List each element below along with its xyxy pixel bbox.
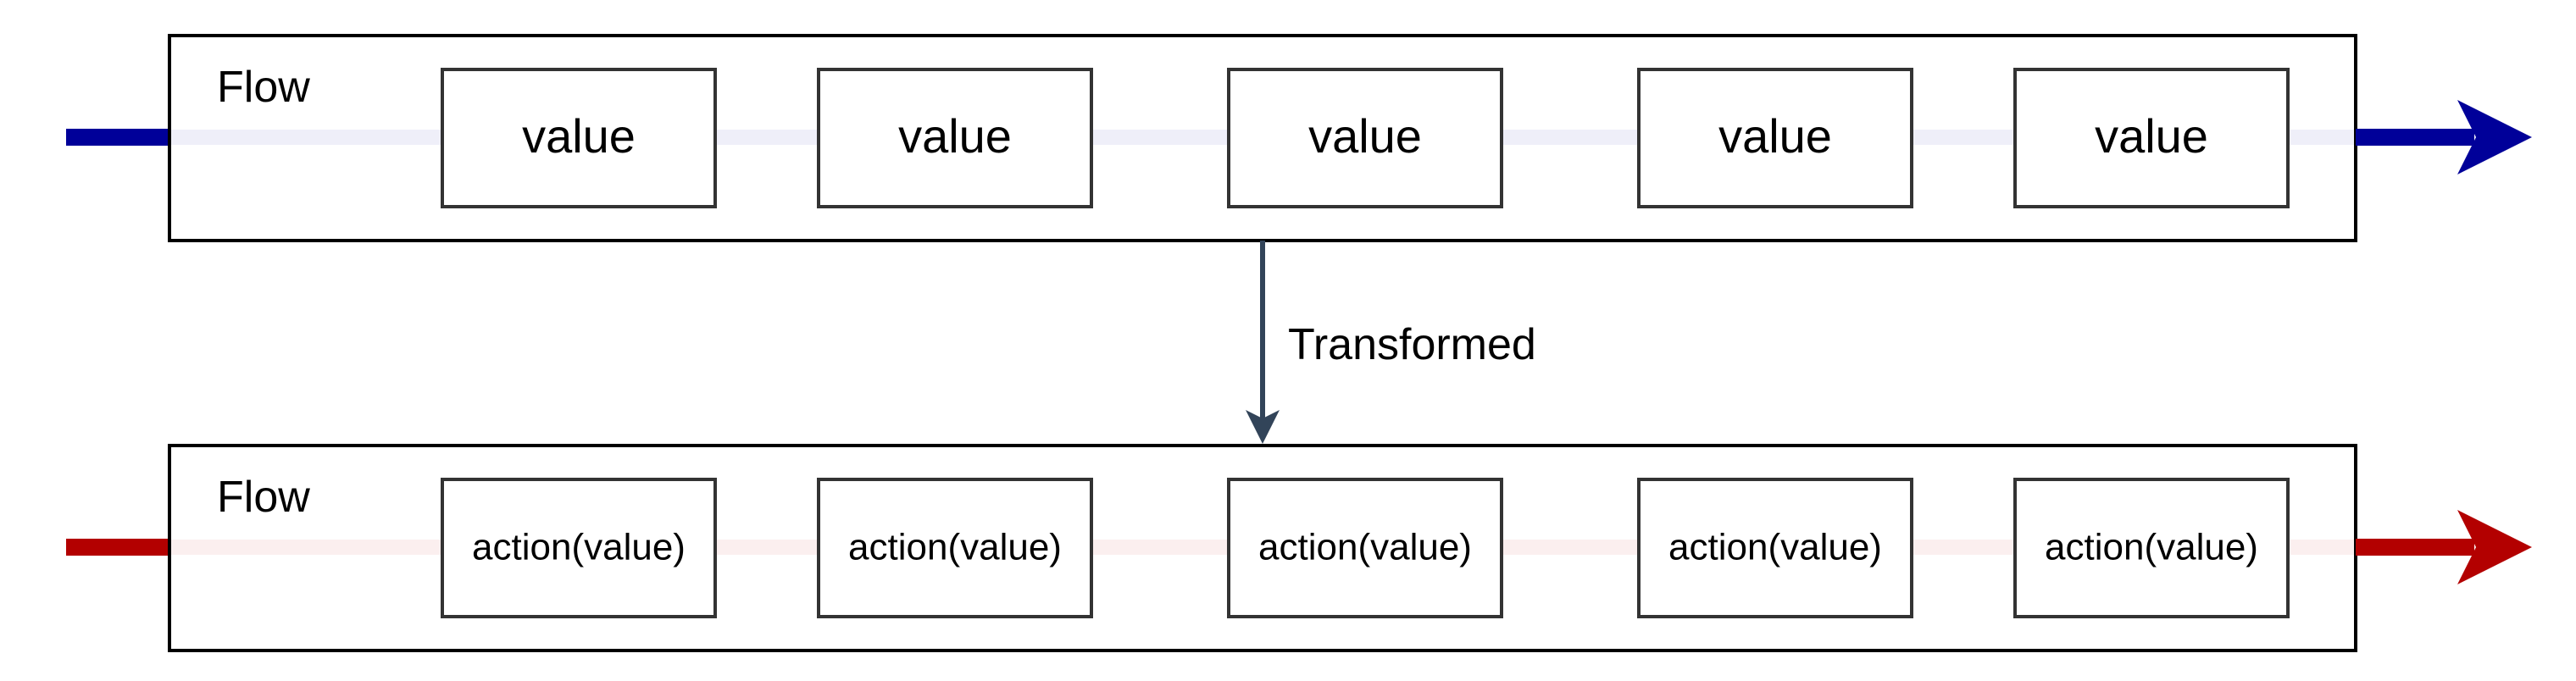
value-box: value: [817, 68, 1093, 208]
value-box-frame: [2013, 68, 2290, 208]
action-box-frame: [1637, 478, 1913, 618]
transform-connector: Transformed: [1246, 241, 1536, 444]
action-box-frame: [441, 478, 717, 618]
value-box-text: value: [2095, 109, 2208, 163]
value-box-frame: [1227, 68, 1503, 208]
value-box-frame: [441, 68, 717, 208]
value-box-text: value: [1718, 109, 1832, 163]
input-stream-arrowhead-icon: [2457, 100, 2532, 174]
value-box: value: [1637, 68, 1913, 208]
value-box-text: value: [522, 109, 636, 163]
value-box-frame: [1637, 68, 1913, 208]
action-box-text: action(value): [848, 527, 1062, 568]
action-box: action(value): [441, 478, 717, 618]
value-box: value: [2013, 68, 2290, 208]
value-box-text: value: [1308, 109, 1422, 163]
transform-arrowhead-icon: [1246, 410, 1280, 444]
action-box: action(value): [2013, 478, 2290, 618]
action-box-text: action(value): [1668, 527, 1882, 568]
action-box: action(value): [817, 478, 1093, 618]
action-box-frame: [1227, 478, 1503, 618]
transform-label: Transformed: [1288, 320, 1536, 369]
value-box-text: value: [898, 109, 1012, 163]
action-box-text: action(value): [1258, 527, 1472, 568]
action-box-frame: [817, 478, 1093, 618]
action-box-frame: [2013, 478, 2290, 618]
output-flow-label: Flow: [217, 473, 310, 522]
value-box: value: [441, 68, 717, 208]
input-flow: Flow value value value value value: [66, 34, 2532, 242]
input-flow-label: Flow: [217, 63, 310, 112]
output-flow: Flow action(value) action(value) action(…: [66, 444, 2532, 652]
value-box-frame: [817, 68, 1093, 208]
action-box: action(value): [1637, 478, 1913, 618]
action-box-text: action(value): [472, 527, 686, 568]
action-box: action(value): [1227, 478, 1503, 618]
output-stream-arrowhead-icon: [2457, 510, 2532, 584]
value-box: value: [1227, 68, 1503, 208]
action-box-text: action(value): [2045, 527, 2258, 568]
